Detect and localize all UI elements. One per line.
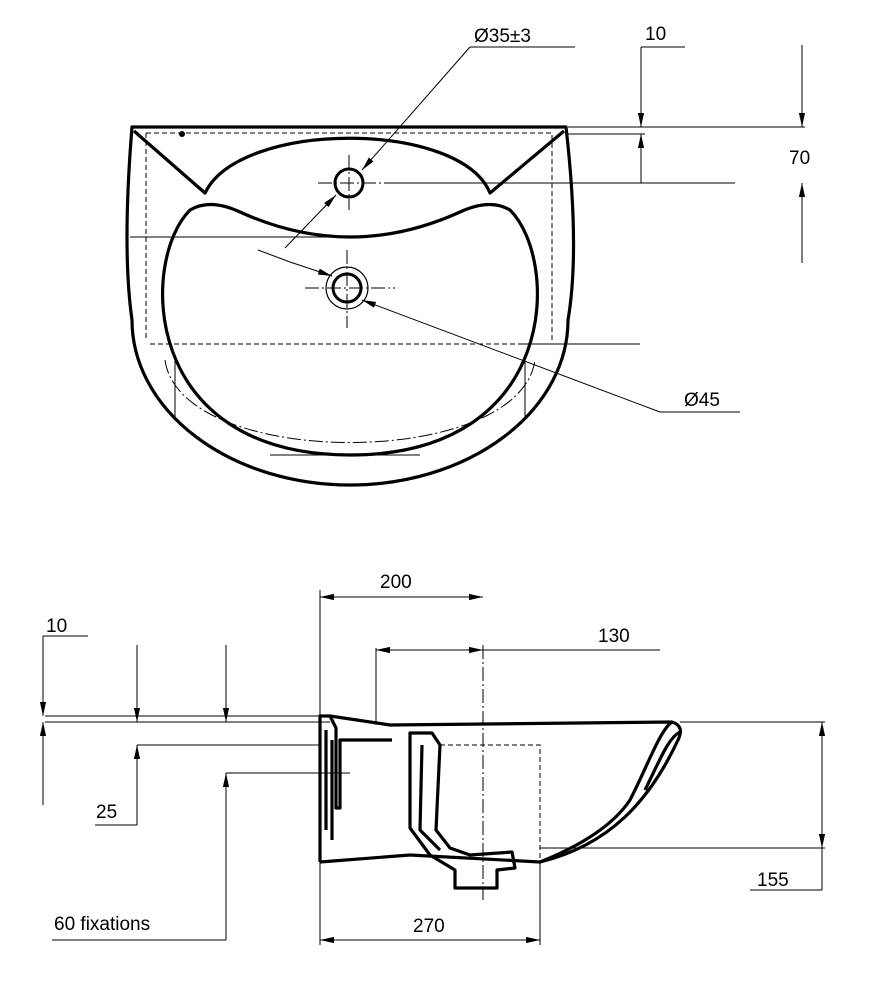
basin-rim-deck <box>132 129 566 195</box>
fixing-offset-25-label: 25 <box>96 802 117 823</box>
rim-offset-10-label: 10 <box>46 616 67 637</box>
side-view: 200 130 270 155 10 25 60 fixations <box>39 572 826 945</box>
tap-hole-diameter-label: Ø35±3 <box>474 26 531 47</box>
depth-200-label: 200 <box>380 572 412 593</box>
drain-diameter-label: Ø45 <box>684 390 720 411</box>
height-155-label: 155 <box>757 870 789 891</box>
drain-hole <box>305 250 395 328</box>
rim-offset-label: 10 <box>645 24 666 45</box>
hidden-edge <box>145 132 553 340</box>
drain-offset-130-label: 130 <box>598 626 630 647</box>
basin-bowl <box>161 202 539 457</box>
tap-hole <box>318 155 735 210</box>
bowl-centerline <box>164 359 536 443</box>
overflow-channel <box>408 731 517 890</box>
hidden-edge <box>440 744 541 862</box>
basin-outer-outline <box>125 125 576 487</box>
projection-270-label: 270 <box>413 916 445 937</box>
basin-side-profile <box>318 714 683 864</box>
fixations-label: 60 fixations <box>54 914 150 935</box>
top-view: Ø35±3 Ø45 10 70 <box>125 24 810 487</box>
wall-bracket <box>328 715 392 810</box>
tap-offset-label: 70 <box>789 148 810 169</box>
